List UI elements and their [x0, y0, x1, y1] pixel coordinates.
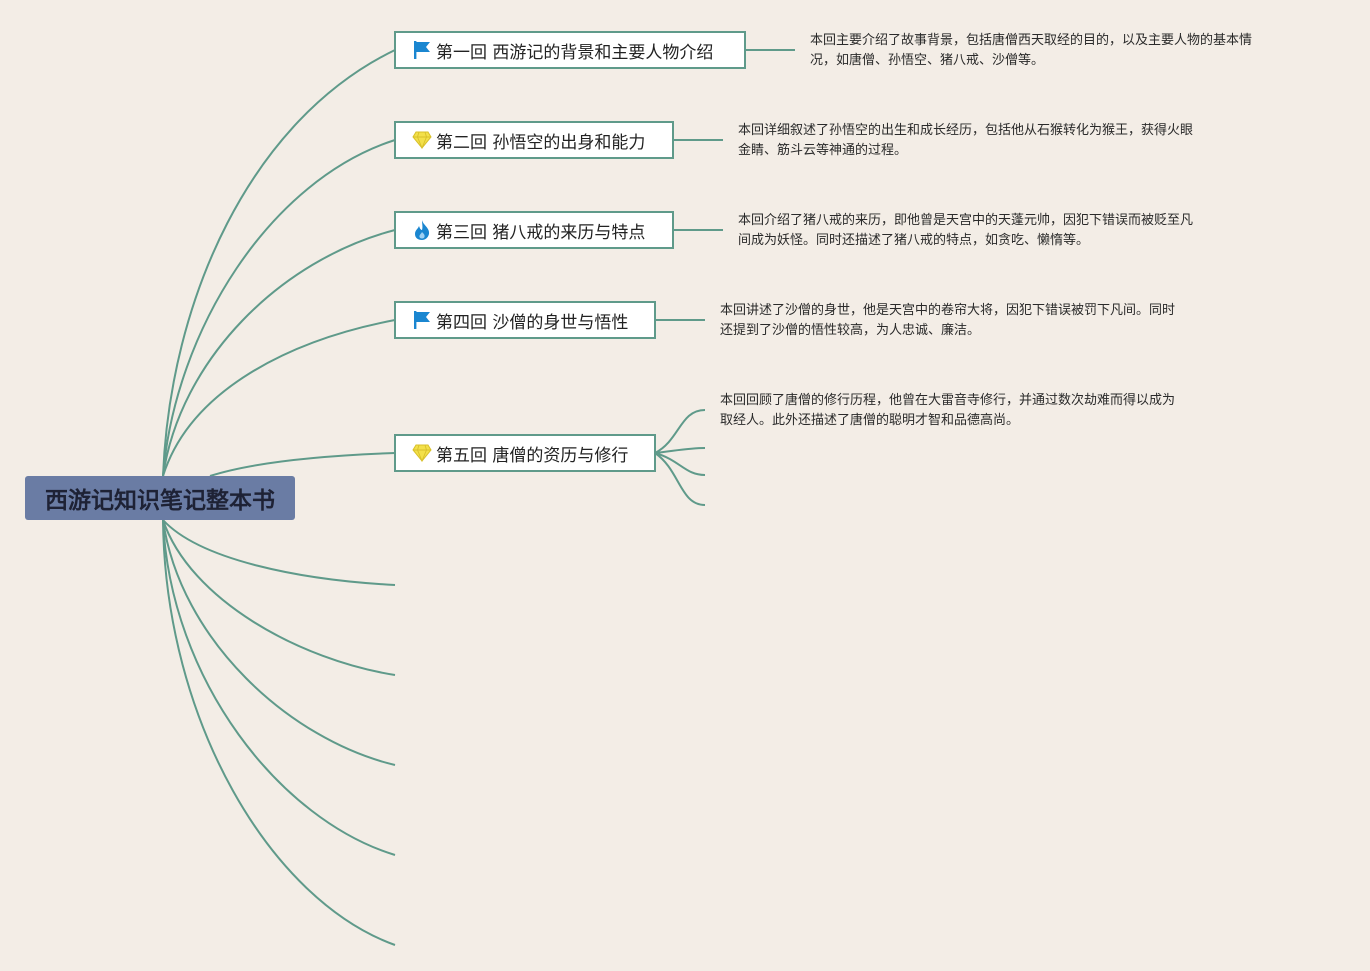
chapter-5-note: 本回回顾了唐僧的修行历程，他曾在大雷音寺修行，并通过数次劫难而得以成为 取经人。… [720, 391, 1175, 431]
chapter-2-note-line-2: 金睛、筋斗云等神通的过程。 [738, 143, 908, 158]
chapter-1-note-line-1: 本回主要介绍了故事背景，包括唐僧西天取经的目的，以及主要人物的基本情 [810, 33, 1253, 48]
chapter-4-topic[interactable]: 第四回 沙僧的身世与悟性 [394, 301, 656, 339]
sub-branch-5a [654, 409, 706, 454]
chapter-1-title: 第一回 西游记的背景和主要人物介绍 [436, 42, 714, 63]
chapter-3-note-line-2: 间成为妖怪。同时还描述了猪八戒的特点，如贪吃、懒惰等。 [738, 233, 1090, 248]
branch-line-8 [162, 519, 396, 766]
chapter-1-note: 本回主要介绍了故事背景，包括唐僧西天取经的目的，以及主要人物的基本情 况，如唐僧… [810, 31, 1252, 71]
chapter-2-note-line-1: 本回详细叙述了孙悟空的出生和成长经历，包括他从石猴转化为猴王，获得火眼 [738, 123, 1194, 138]
branch-line-7 [162, 519, 396, 676]
chapter-1-note-line-2: 况，如唐僧、孙悟空、猪八戒、沙僧等。 [810, 53, 1045, 68]
chapter-4-title: 第四回 沙僧的身世与悟性 [436, 312, 629, 333]
chapter-5-title: 第五回 唐僧的资历与修行 [436, 445, 629, 466]
branch-line-2 [162, 139, 396, 477]
branch-line-10 [162, 519, 396, 946]
sub-branch-5b [654, 447, 706, 454]
chapter-3-title: 第三回 猪八戒的来历与特点 [436, 222, 646, 243]
chapter-2-topic[interactable]: 第二回 孙悟空的出身和能力 [394, 121, 674, 159]
branch-line-1 [162, 49, 396, 477]
chapter-5-note-line-2: 取经人。此外还描述了唐僧的聪明才智和品德高尚。 [720, 413, 1020, 428]
branch-line-6 [162, 519, 396, 586]
chapter-1-topic[interactable]: 第一回 西游记的背景和主要人物介绍 [394, 31, 746, 69]
chapter-3-note-line-1: 本回介绍了猪八戒的来历，即他曾是天宫中的天蓬元帅，因犯下错误而被贬至凡 [738, 213, 1194, 228]
branch-line-5 [209, 452, 396, 477]
chapter-5-topic[interactable]: 第五回 唐僧的资历与修行 [394, 434, 656, 472]
chapter-2-note: 本回详细叙述了孙悟空的出生和成长经历，包括他从石猴转化为猴王，获得火眼 金睛、筋… [738, 121, 1193, 161]
chapter-2-title: 第二回 孙悟空的出身和能力 [436, 132, 646, 153]
chapter-4-note-line-2: 还提到了沙僧的悟性较高，为人忠诚、廉洁。 [720, 323, 981, 338]
yellow-gem-icon [411, 129, 433, 151]
root-topic-label: 西游记知识笔记整本书 [45, 488, 275, 514]
yellow-gem-icon [411, 442, 433, 464]
branch-line-9 [162, 519, 396, 856]
branch-line-4 [162, 319, 396, 477]
chapter-4-note: 本回讲述了沙僧的身世，他是天宫中的卷帘大将，因犯下错误被罚下凡间。同时 还提到了… [720, 301, 1175, 341]
root-topic[interactable]: 西游记知识笔记整本书 [25, 476, 295, 520]
chapter-5-note-line-1: 本回回顾了唐僧的修行历程，他曾在大雷音寺修行，并通过数次劫难而得以成为 [720, 393, 1176, 408]
branch-line-3 [162, 229, 396, 477]
blue-flag-icon [411, 309, 433, 331]
chapter-3-topic[interactable]: 第三回 猪八戒的来历与特点 [394, 211, 674, 249]
chapter-4-note-line-1: 本回讲述了沙僧的身世，他是天宫中的卷帘大将，因犯下错误被罚下凡间。同时 [720, 303, 1176, 318]
sub-branch-5d [654, 452, 706, 506]
blue-flame-icon [411, 219, 433, 241]
sub-branch-5c [654, 452, 706, 476]
blue-flag-icon [411, 39, 433, 61]
chapter-3-note: 本回介绍了猪八戒的来历，即他曾是天宫中的天蓬元帅，因犯下错误而被贬至凡 间成为妖… [738, 211, 1193, 251]
